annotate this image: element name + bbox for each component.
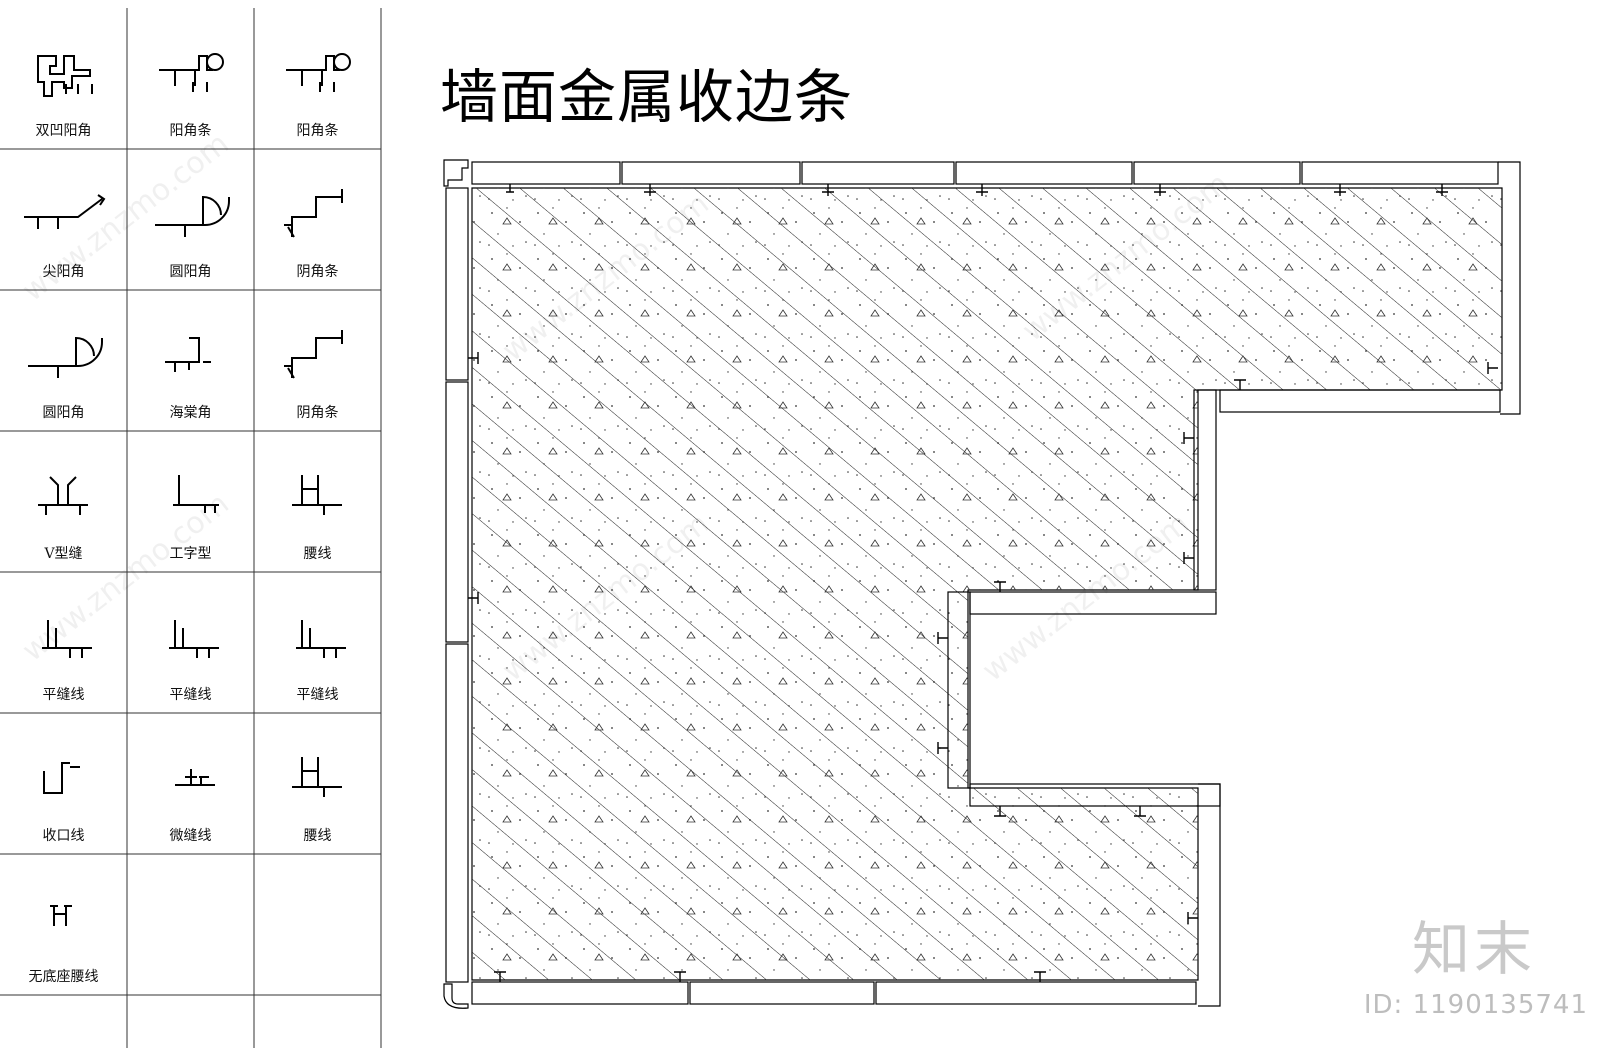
legend-cell: 阳角条	[254, 8, 381, 149]
legend-label: 工字型	[169, 546, 212, 562]
legend-label: 阴角条	[296, 405, 339, 421]
i-shape-icon	[173, 475, 219, 513]
drawing-id: ID: 1190135741	[1363, 990, 1588, 1020]
wall-panel-cladding	[443, 159, 1521, 1009]
waistline-icon	[292, 475, 342, 515]
flat-joint-icon	[42, 620, 92, 658]
legend-label: 海棠角	[169, 405, 212, 421]
drawing-title: 墙面金属收边条	[440, 63, 854, 131]
legend-label: 阳角条	[296, 123, 339, 139]
legend-cell: 腰线	[254, 431, 381, 572]
legend-cell: 平缝线	[254, 572, 381, 713]
flat-joint-icon	[169, 620, 219, 658]
legend-cell: 圆阳角	[0, 290, 127, 431]
legend-label: 尖阳角	[42, 264, 85, 280]
flat-joint-icon	[296, 620, 346, 658]
legend-label: 平缝线	[169, 687, 212, 703]
legend-label: 平缝线	[296, 687, 339, 703]
legend-cell: 尖阳角	[0, 149, 127, 290]
legend-label: 平缝线	[42, 687, 85, 703]
legend-cell: 收口线	[0, 713, 127, 854]
baseless-waistline-icon	[50, 905, 72, 926]
double-concave-corner-icon	[37, 55, 93, 97]
legend-label: 阳角条	[169, 123, 212, 139]
legend-label: 圆阳角	[169, 264, 212, 280]
legend-grid	[0, 8, 382, 1048]
legend-label: 微缝线	[169, 828, 212, 844]
legend-cell: 阴角条	[254, 149, 381, 290]
legend-label: 圆阳角	[42, 405, 85, 421]
round-outside-corner-icon	[28, 336, 103, 378]
legend-cell: 圆阳角	[127, 149, 254, 290]
outside-corner-strip-icon	[286, 53, 351, 92]
legend-cell: 无底座腰线	[0, 854, 127, 995]
legend-cell: 腰线	[254, 713, 381, 854]
concrete-wall-core	[471, 187, 1503, 981]
legend-cell: 阴角条	[254, 290, 381, 431]
legend-cell: 双凹阳角	[0, 8, 127, 149]
legend-label: 双凹阳角	[35, 123, 92, 139]
inside-corner-strip-icon	[284, 330, 343, 379]
legend-cell: 海棠角	[127, 290, 254, 431]
legend-cell: V型缝	[0, 431, 127, 572]
round-outside-corner-icon	[155, 195, 230, 237]
legend-cell: 平缝线	[127, 572, 254, 713]
legend-label: 腰线	[303, 828, 332, 844]
waistline-icon	[292, 757, 342, 797]
legend-label: 阴角条	[296, 264, 339, 280]
closing-line-icon	[43, 762, 80, 794]
legend-cell: 平缝线	[0, 572, 127, 713]
legend-cell: 微缝线	[127, 713, 254, 854]
begonia-corner-icon	[165, 337, 211, 372]
brand-logo: 知末	[1411, 915, 1536, 983]
legend-label: 收口线	[42, 828, 85, 844]
inside-corner-strip-icon	[284, 189, 343, 238]
legend-label: 无底座腰线	[28, 969, 99, 985]
legend-cell	[254, 854, 381, 995]
legend-label: 腰线	[303, 546, 332, 562]
outside-corner-strip-icon	[159, 53, 224, 92]
legend-cell: 工字型	[127, 431, 254, 572]
wall-trim-plan-section	[443, 159, 1521, 1009]
v-groove-icon	[38, 476, 88, 515]
legend-cell: 阳角条	[127, 8, 254, 149]
legend-cell	[127, 854, 254, 995]
legend-label: V型缝	[44, 546, 83, 562]
sharp-outside-corner-icon	[24, 194, 106, 229]
fixing-clips	[468, 184, 1498, 982]
micro-joint-icon	[175, 769, 215, 786]
